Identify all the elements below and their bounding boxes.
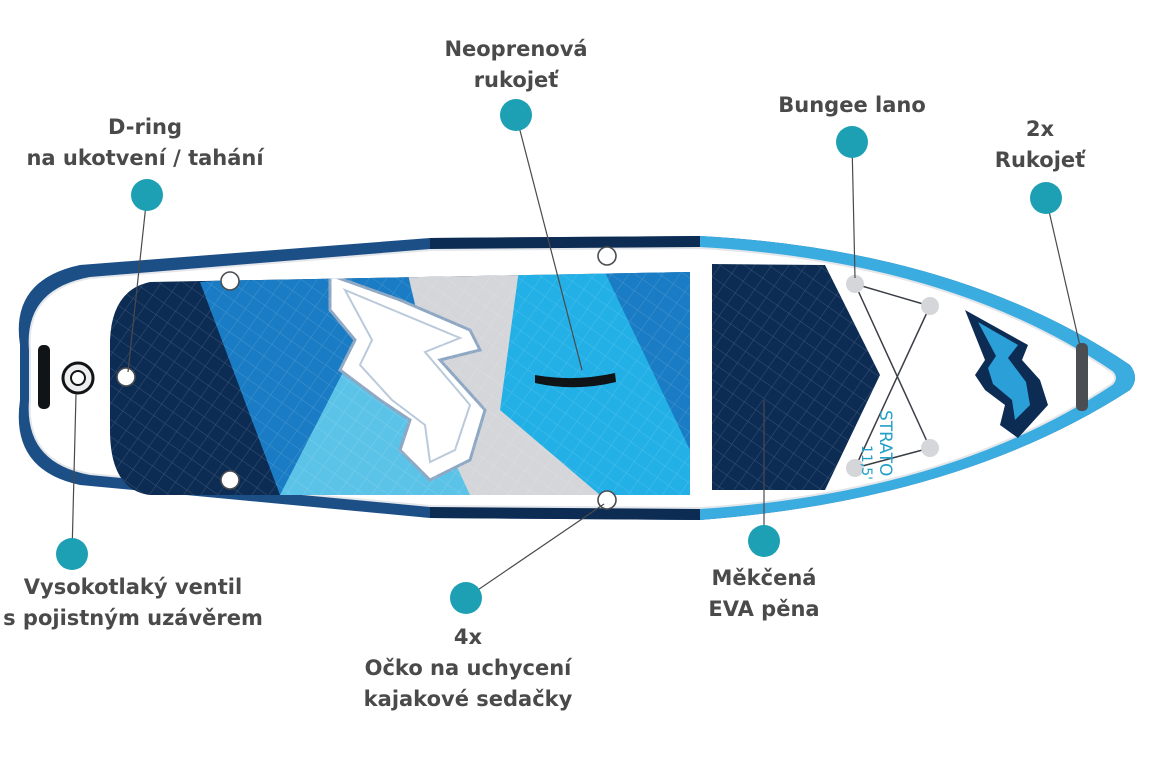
label-dring-line2: na ukotvení / tahání: [26, 146, 264, 170]
callout-dot-dring: [131, 179, 163, 211]
f2-logo-icon: [965, 310, 1048, 438]
neoprene-handle: [535, 373, 616, 388]
callout-dot-valve: [56, 538, 88, 570]
label-valve: Vysokotlaký ventil s pojistným uzávěrem: [3, 572, 263, 634]
label-handles-line1: 2x: [1025, 117, 1055, 141]
label-dring: D-ring na ukotvení / tahání: [26, 112, 263, 174]
label-valve-line1: Vysokotlaký ventil: [23, 575, 243, 599]
label-rings-line2: Očko na uchycení: [364, 656, 572, 680]
label-dring-line1: D-ring: [107, 115, 183, 139]
label-neoprene-line1: Neoprenová: [444, 37, 588, 61]
deck-rings: [116, 246, 617, 510]
valve-icon: [61, 361, 95, 395]
callout-dot-handles: [1030, 182, 1062, 214]
bungee-cord: [854, 283, 931, 469]
tail-handle: [38, 345, 50, 409]
label-eva-line2: EVA pěna: [708, 597, 820, 621]
nose-handle: [1076, 343, 1088, 411]
label-bungee-line1: Bungee lano: [778, 93, 926, 117]
callout-dot-eva: [748, 525, 780, 557]
label-handles-line2: Rukojeť: [994, 148, 1086, 172]
bungee-anchors: [846, 275, 939, 477]
callout-dot-bungee: [836, 126, 868, 158]
label-eva: Měkčená EVA pěna: [708, 563, 819, 625]
callout-dot-rings: [450, 582, 482, 614]
label-handles: 2x Rukojeť: [995, 114, 1085, 176]
label-valve-line2: s pojistným uzávěrem: [3, 606, 263, 630]
label-neoprene-line2: rukojeť: [473, 68, 559, 92]
callout-dot-neoprene-handle: [500, 99, 532, 131]
leader-lines: [71, 114, 1081, 599]
label-neoprene-handle: Neoprenová rukojeť: [444, 34, 587, 96]
label-rings-line3: kajakové sedačky: [363, 687, 573, 711]
label-eva-line1: Měkčená: [711, 566, 817, 590]
model-name: STRATO: [875, 410, 895, 476]
label-rings-line1: 4x: [453, 625, 483, 649]
label-rings: 4x Očko na uchycení kajakové sedačky: [364, 622, 573, 715]
model-size: 11,5': [858, 445, 874, 480]
label-bungee: Bungee lano: [778, 90, 925, 121]
